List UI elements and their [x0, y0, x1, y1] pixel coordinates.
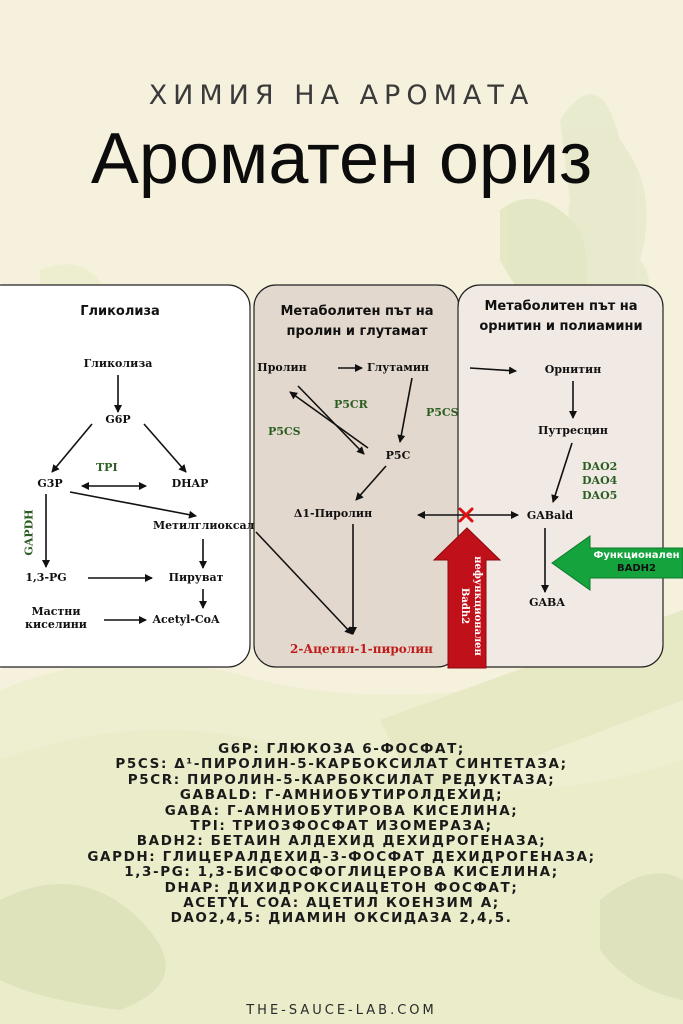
- legend-item: 1,3-PG: 1,3-БИСФОСФОГЛИЦЕРОВА КИСЕЛИНА;: [124, 864, 559, 881]
- legend-item: TPI: ТРИОЗФОСФАТ ИЗОМЕРАЗА;: [190, 818, 493, 835]
- panel-title-proline-line2: пролин и глутамат: [286, 324, 428, 340]
- node-pyrroline: Δ1-Пиролин: [293, 507, 373, 520]
- node-proline: Пролин: [257, 361, 307, 374]
- panel-title-ornithine-line1: Метаболитен път на: [484, 299, 638, 314]
- node-glycolysis: Гликолиза: [83, 357, 153, 370]
- node-ornithine: Орнитин: [544, 363, 602, 376]
- functional-badh2-label: Функционален BADH2: [590, 550, 683, 575]
- enzyme-gapdh: GAPDH: [22, 509, 36, 556]
- panel-title-proline-line1: Метаболитен път на: [280, 304, 434, 319]
- panel-proline: [253, 284, 460, 668]
- node-dhap: DHAP: [171, 477, 209, 490]
- node-fatty-acids-line2: киселини: [25, 617, 87, 631]
- panel-title-ornithine: Метаболитен път на орнитин и полиамини: [466, 297, 656, 337]
- panel-title-ornithine-line2: орнитин и полиамини: [479, 319, 643, 335]
- legend-item: DAO2,4,5: ДИАМИН ОКСИДАЗА 2,4,5.: [170, 910, 513, 927]
- nonfunctional-badh2-line1: нефункционален: [472, 556, 483, 656]
- node-fatty-acids-line1: Мастни: [31, 605, 81, 618]
- legend-item: BADH2: БЕТАИН АЛДЕХИД ДЕХИДРОГЕНАЗА;: [136, 833, 547, 850]
- functional-badh2-line1: Функционален: [593, 550, 680, 561]
- panel-ornithine: [457, 284, 664, 668]
- page-kicker: ХИМИЯ НА АРОМАТА: [148, 80, 535, 111]
- abbreviations-legend: G6P: ГЛЮКОЗА 6-ФОСФАТ; P5CS: Δ¹-ПИРОЛИН-…: [0, 741, 683, 927]
- nonfunctional-badh2-arrow: [432, 527, 502, 669]
- nonfunctional-badh2-line2: Badh2: [459, 587, 470, 625]
- panel-glycolysis: [0, 284, 251, 668]
- node-acetyl-coa: Acetyl-CoA: [152, 613, 220, 626]
- legend-item: P5CR: ПИРОЛИН-5-КАРБОКСИЛАТ РЕДУКТАЗА;: [127, 771, 556, 788]
- enzyme-dao4: DAO4: [582, 474, 618, 488]
- node-p5c: P5C: [385, 449, 411, 462]
- legend-item: ACETYL COA: АЦЕТИЛ КОЕНЗИМ А;: [183, 895, 500, 912]
- legend-item: P5CS: Δ¹-ПИРОЛИН-5-КАРБОКСИЛАТ СИНТЕТАЗА…: [115, 756, 568, 773]
- node-putrescine: Путресцин: [538, 424, 608, 437]
- blocked-cross-icon: [458, 507, 474, 523]
- functional-badh2-arrow: [551, 535, 683, 591]
- legend-item: GABALD: Г-АМНИОБУТИРОЛДЕХИД;: [179, 787, 504, 804]
- node-g6p: G6P: [105, 413, 131, 426]
- node-methylglyoxal: Метилглиоксал: [153, 519, 255, 532]
- node-pyruvate: Пируват: [168, 571, 224, 584]
- functional-badh2-line2: BADH2: [617, 562, 656, 574]
- enzyme-p5cs-left: P5CS: [268, 425, 301, 438]
- legend-item: GAPDH: ГЛИЦЕРАЛДЕХИД-3-ФОСФАТ ДЕХИДРОГЕН…: [87, 848, 596, 865]
- enzyme-p5cs-right: P5CS: [426, 406, 459, 419]
- legend-item: DHAP: ДИХИДРОКСИАЦЕТОН ФОСФАТ;: [164, 879, 519, 896]
- enzyme-p5cr: P5CR: [334, 398, 368, 411]
- pathway-arrows: [0, 284, 683, 669]
- page-title: Ароматен ориз: [90, 119, 593, 199]
- node-gabald: GABald: [526, 509, 574, 522]
- panel-title-proline: Метаболитен път на пролин и глутамат: [262, 302, 452, 342]
- legend-item: G6P: ГЛЮКОЗА 6-ФОСФАТ;: [218, 741, 465, 757]
- enzyme-tpi: TPI: [96, 461, 118, 474]
- enzyme-dao2: DAO2: [582, 460, 618, 473]
- node-glutamine: Глутамин: [366, 361, 430, 374]
- panel-title-glycolysis: Гликолиза: [80, 304, 160, 319]
- enzyme-dao: DAO2 DAO4 DAO5: [582, 460, 617, 503]
- pathway-diagram: Гликолиза Метаболитен път на пролин и гл…: [0, 282, 683, 682]
- node-1-3-pg: 1,3-PG: [25, 571, 67, 584]
- node-g3p: G3P: [37, 477, 63, 490]
- enzyme-dao5: DAO5: [582, 488, 618, 502]
- nonfunctional-badh2-label: нефункционален Badh2: [452, 546, 484, 666]
- site-footer-link[interactable]: THE-SAUCE-LAB.COM: [246, 1003, 437, 1018]
- legend-item: GABA: Г-АМНИОБУТИРОВА КИСЕЛИНА;: [164, 802, 519, 819]
- product-2-acetyl-1-pyrroline: 2-Ацетил-1-пиролин: [290, 642, 433, 656]
- node-fatty-acids: Мастни киселини: [25, 605, 87, 631]
- node-gaba: GABA: [529, 596, 565, 609]
